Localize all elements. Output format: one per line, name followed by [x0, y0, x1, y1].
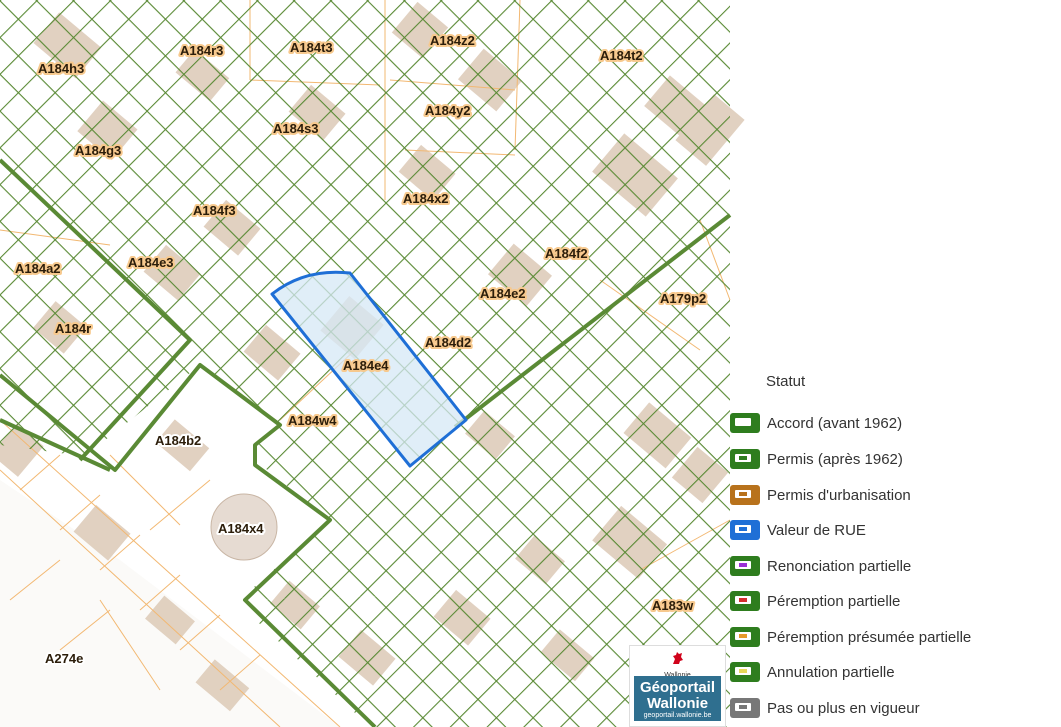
blue-hatch-swatch-icon	[730, 520, 760, 540]
logo-url: geoportail.wallonie.be	[643, 712, 712, 719]
wallonie-logo-top: Wallonie	[630, 650, 725, 679]
parcel-label-a184f2: A184f2	[545, 246, 588, 261]
logo-line-1: Géoportail	[639, 679, 715, 696]
yellow-swatch-icon	[730, 662, 760, 682]
green-hatch-swatch-icon	[730, 449, 760, 469]
parcel-label-a184e2: A184e2	[480, 286, 526, 301]
legend-item-4: Renonciation partielle	[730, 553, 911, 579]
parcel-labels: A184h3 A184r3 A184t3 A184z2A184t2A184y2A184…	[13, 31, 708, 668]
parcel-label-a184s3: A184s3	[273, 121, 319, 136]
parcel-label-a184t2: A184t2	[600, 48, 643, 63]
parcel-label-a184e3: A184e3	[128, 255, 174, 270]
brown-hatch-swatch-icon	[730, 485, 760, 505]
parcel-label-a184r3: A184r3	[180, 43, 223, 58]
parcel-label-a184f3: A184f3	[193, 203, 236, 218]
legend-item-5: Péremption partielle	[730, 588, 900, 614]
legend-item-label: Permis d'urbanisation	[767, 486, 911, 504]
legend-panel: Statut Accord (avant 1962) Permis (après …	[730, 370, 1061, 727]
parcel-label-a274e: A274e	[45, 651, 83, 666]
legend-item-label: Renonciation partielle	[767, 557, 912, 575]
parcel-label-a184a2: A184a2	[15, 261, 61, 276]
parcel-label-a184z2: A184z2	[430, 33, 475, 48]
parcel-label-a184t3: A184t3	[290, 40, 333, 55]
parcel-label-a179p2: A179p2	[660, 291, 706, 306]
roundabout-feature	[210, 493, 278, 561]
legend-item-label: Pas ou plus en vigueur	[767, 699, 920, 717]
legend-item-1: Permis (après 1962)	[730, 446, 903, 472]
parcel-label-a184e4: A184e4	[343, 358, 389, 373]
logo-band: Géoportail Wallonie geoportail.wallonie.…	[634, 676, 721, 721]
orange-triangle-swatch-icon	[730, 627, 760, 647]
parcel-label-a183w: A183w	[652, 598, 694, 613]
legend-item-label: Péremption partielle	[767, 592, 901, 610]
permit-boundaries	[0, 158, 732, 727]
legend-item-7: Annulation partielle	[730, 659, 895, 685]
selected-parcel-A184e4[interactable]	[270, 270, 468, 468]
grey-hatch-swatch-icon	[730, 698, 760, 718]
parcel-label-a184b2: A184b2	[155, 433, 201, 448]
parcel-label-a184x4: A184x4	[218, 521, 264, 536]
parcel-label-a184y2: A184y2	[425, 103, 471, 118]
parcel-label-a184g3: A184g3	[75, 143, 121, 158]
parcel-label-a184r: A184r	[55, 321, 91, 336]
parcel-label-a184x2: A184x2	[403, 191, 449, 206]
legend-title: Statut	[766, 373, 806, 390]
rooster-icon	[672, 652, 683, 664]
legend-item-label: Accord (avant 1962)	[767, 414, 903, 432]
legend-item-label: Péremption présumée partielle	[767, 628, 972, 646]
legend-item-label: Permis (après 1962)	[767, 450, 903, 468]
legend-item-6: Péremption présumée partielle	[730, 624, 971, 650]
solid-green-swatch-icon	[730, 413, 760, 433]
legend-item-3: Valeur de RUE	[730, 517, 866, 543]
logo-line-2: Wallonie	[646, 695, 709, 712]
geoportail-logo[interactable]: Wallonie Géoportail Wallonie geoportail.…	[629, 645, 726, 727]
red-triangle-swatch-icon	[730, 591, 760, 611]
legend-item-0: Accord (avant 1962)	[730, 410, 902, 436]
legend-item-2: Permis d'urbanisation	[730, 482, 911, 508]
parcel-label-a184h3: A184h3	[38, 61, 84, 76]
legend-item-8: Pas ou plus en vigueur	[730, 695, 920, 721]
legend-item-label: Valeur de RUE	[767, 521, 866, 539]
logo-small-text: Wallonie	[630, 672, 725, 679]
legend-item-label: Annulation partielle	[767, 663, 895, 681]
purple-triangle-swatch-icon	[730, 556, 760, 576]
parcel-label-a184d2: A184d2	[425, 335, 471, 350]
parcel-label-a184w4: A184w4	[288, 413, 337, 428]
road-area	[0, 420, 340, 727]
